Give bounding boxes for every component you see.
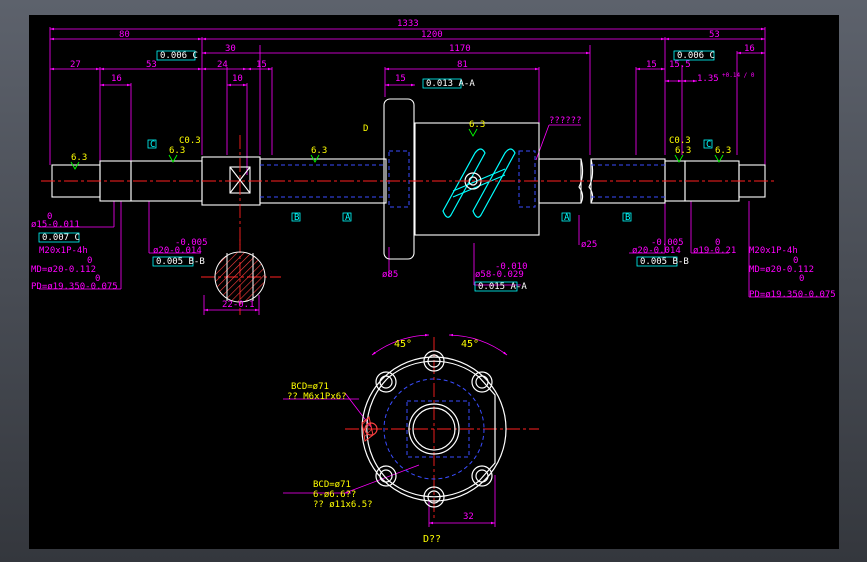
ra-5: 6.3 bbox=[675, 146, 691, 156]
phi85: ø85 bbox=[382, 270, 398, 280]
right-thread-3-zero: 0 bbox=[799, 274, 804, 284]
left-phi-zero: 0 bbox=[47, 212, 52, 222]
shaft-section bbox=[214, 251, 266, 303]
hidden-lines bbox=[260, 150, 665, 208]
flange-hidden bbox=[383, 378, 485, 480]
chamfer-right: C0.3 bbox=[669, 136, 691, 146]
dim-81: 81 bbox=[457, 60, 468, 70]
dim-15c: 15 bbox=[646, 60, 657, 70]
dim-right-end: 53 bbox=[709, 30, 720, 40]
left-thread-3: PD=ø19.350-0.075 bbox=[31, 282, 118, 292]
nut-helix bbox=[442, 148, 516, 218]
dimension-texts: 1333 80 1200 53 30 1170 16 27 53 24 15 8… bbox=[31, 19, 836, 522]
dim-10: 10 bbox=[232, 74, 243, 84]
tol-left-end: 0.007 C bbox=[42, 233, 80, 243]
right-thread-2-zero: 0 bbox=[793, 256, 798, 266]
dim-1-35-tol: +0.14 / 0 bbox=[722, 72, 755, 79]
flange-view bbox=[361, 350, 507, 508]
dim-16a: 16 bbox=[111, 74, 122, 84]
phi19-tol-b: ø19-0.21 bbox=[693, 246, 736, 256]
dim-15a: 15 bbox=[256, 60, 267, 70]
bcd-bot-2: 6-ø6.6?? bbox=[313, 490, 356, 500]
section-dim: 22-0.1 bbox=[222, 300, 255, 310]
drawing-canvas: 1333 80 1200 53 30 1170 16 27 53 24 15 8… bbox=[29, 15, 839, 549]
dim-16b: 16 bbox=[744, 44, 755, 54]
shaft-outline bbox=[51, 98, 766, 260]
tolerance-frames bbox=[38, 50, 715, 292]
view-label: D?? bbox=[423, 534, 441, 545]
phi58-tol-b: ø58-0.029 bbox=[475, 270, 524, 280]
dim-24: 24 bbox=[217, 60, 228, 70]
chamfer-left: C0.3 bbox=[179, 136, 201, 146]
ra-3: 6.3 bbox=[311, 146, 327, 156]
ra-6: 6.3 bbox=[715, 146, 731, 156]
right-thread-1: M20x1P-4h bbox=[749, 246, 798, 256]
bcd-bot-3: ?? ø11x6.5? bbox=[313, 500, 373, 510]
datum-a-left: A bbox=[345, 213, 351, 223]
dim-stroke: 1200 bbox=[421, 30, 443, 40]
angle-right: 45° bbox=[461, 339, 479, 350]
tol-left-shaft: 0.005 B-B bbox=[156, 257, 205, 267]
datum-c-right: C bbox=[706, 140, 711, 150]
phi20-tol-b: ø20-0.014 bbox=[153, 246, 202, 256]
view-d-marker: D bbox=[363, 124, 368, 134]
phi20r-tol-a: -0.005 bbox=[651, 238, 684, 248]
phi20r-tol-b: ø20-0.014 bbox=[632, 246, 681, 256]
left-thread-1: M20x1P-4h bbox=[39, 246, 88, 256]
phi58-tol-a: -0.010 bbox=[495, 262, 528, 272]
right-thread-3: PD=ø19.350-0.075 bbox=[749, 290, 836, 300]
datum-b-right: B bbox=[625, 213, 630, 223]
annotation-texts: C0.3 C0.3 D 45° 45° BCD=ø71 ?? M6x1Px6? … bbox=[179, 124, 691, 545]
nut-note: ?????? bbox=[549, 116, 582, 126]
phi20-tol-a: -0.005 bbox=[175, 238, 208, 248]
phi19-tol-a: 0 bbox=[715, 238, 720, 248]
dim-27: 27 bbox=[70, 60, 81, 70]
roughness-values: 6.3 6.3 6.3 6.3 6.3 6.3 bbox=[71, 120, 731, 163]
dim-15-5: 15.5 bbox=[669, 60, 691, 70]
left-phi: ø15-0.011 bbox=[31, 220, 80, 230]
angle-left: 45° bbox=[394, 339, 412, 350]
ra-4: 6.3 bbox=[469, 120, 485, 130]
right-thread-2: MD=ø20-0.112 bbox=[749, 265, 814, 275]
flange-dim: 32 bbox=[463, 512, 474, 522]
thread-hatch bbox=[361, 416, 374, 442]
datum-b-left: B bbox=[294, 213, 299, 223]
tol-right-shaft: 0.005 B-B bbox=[640, 257, 689, 267]
tol-nut-bottom: 0.015 A-A bbox=[478, 282, 527, 292]
bcd-top-1: BCD=ø71 bbox=[291, 382, 329, 392]
dim-15b: 15 bbox=[395, 74, 406, 84]
datum-c-left: C bbox=[150, 140, 155, 150]
dim-30: 30 bbox=[225, 44, 236, 54]
bcd-top-2: ?? M6x1Px6? bbox=[287, 392, 347, 402]
dim-1-35: 1.35 bbox=[697, 74, 719, 84]
left-thread-2: MD=ø20-0.112 bbox=[31, 265, 96, 275]
bcd-bot-1: BCD=ø71 bbox=[313, 480, 351, 490]
left-thread-3-zero: 0 bbox=[95, 274, 100, 284]
tolerance-texts: 0.006 C 0.006 C 0.013 A-A 0.015 A-A 0.00… bbox=[42, 51, 715, 292]
tol-nut-top: 0.013 A-A bbox=[426, 79, 475, 89]
dim-left-end: 80 bbox=[119, 30, 130, 40]
dim-53: 53 bbox=[146, 60, 157, 70]
dim-thread-len: 1170 bbox=[449, 44, 471, 54]
tol-left: 0.006 C bbox=[160, 51, 198, 61]
ra-2: 6.3 bbox=[169, 146, 185, 156]
ra-1: 6.3 bbox=[71, 153, 87, 163]
roughness-symbols bbox=[70, 128, 724, 170]
left-thread-2-zero: 0 bbox=[87, 256, 92, 266]
tol-right: 0.006 C bbox=[677, 51, 715, 61]
phi25: ø25 bbox=[581, 240, 597, 250]
cad-drawing: 1333 80 1200 53 30 1170 16 27 53 24 15 8… bbox=[31, 19, 836, 545]
dimension-lines bbox=[39, 27, 829, 527]
dim-overall: 1333 bbox=[397, 19, 419, 29]
datum-a-right: A bbox=[564, 213, 570, 223]
